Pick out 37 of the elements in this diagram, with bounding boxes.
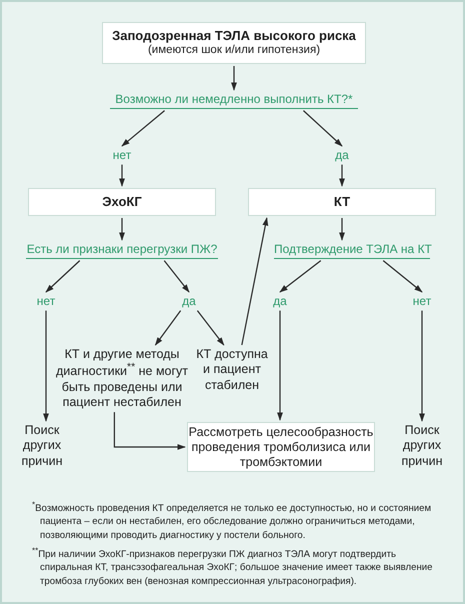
outcome-text: Поиск других причин — [12, 423, 72, 469]
box-subtitle: (имеются шок и/или гипотензия) — [148, 44, 320, 58]
arrow — [154, 310, 182, 346]
outcome-text: Поиск других причин — [392, 423, 452, 469]
question-text: Подтверждение ТЭЛА на КТ — [274, 242, 430, 259]
arrow — [303, 110, 343, 147]
answer-label: нет — [108, 148, 136, 163]
arrow — [419, 310, 425, 422]
arrow — [119, 164, 125, 187]
footnote: $^{*}$Возможность проведения КТ определяется не только ее доступностью, но и состоянием пациента – если он нестабилен, его обследование должно ограничиться методами, позволяющими проводить диагностику у постели больного. — [32, 499, 432, 542]
arrow — [119, 218, 125, 241]
question-text: Есть ли признаки перегрузки ПЖ? — [26, 242, 218, 259]
process-box — [102, 22, 366, 64]
process-box: Рассмотреть целесообразность проведения тромболизиса или тромбэктомии — [187, 422, 375, 472]
answer-label: да — [175, 294, 203, 309]
arrow — [45, 260, 80, 293]
arrow — [382, 260, 423, 293]
box-title: Заподозренная ТЭЛА высокого риска — [112, 28, 356, 44]
arrow — [231, 66, 237, 91]
process-box: КТ — [248, 188, 436, 216]
arrow — [196, 310, 224, 346]
process-box: ЭхоКГ — [28, 188, 216, 216]
arrow — [279, 260, 322, 292]
arrow — [241, 217, 268, 346]
arrow — [339, 218, 345, 241]
footnote: $^{**}$При наличии ЭхоКГ-признаков перегрузки ПЖ диагноз ТЭЛА могут подтвердить спиральная КТ, трансэзофагеальная ЭхоКГ; большое значение имеет также выявление тромбоза глубоких вен (венозная компрессионная ультрасонография). — [32, 545, 434, 588]
arrow — [277, 310, 283, 421]
answer-label: нет — [408, 294, 436, 309]
answer-label: да — [266, 294, 294, 309]
arrow — [114, 412, 186, 450]
arrow — [339, 164, 345, 187]
answer-label: нет — [32, 294, 60, 309]
arrow — [164, 260, 190, 293]
question-text: Возможно ли немедленно выполнить КТ?* — [110, 92, 358, 109]
arrow — [43, 310, 49, 422]
answer-label: да — [328, 148, 356, 163]
arrow — [121, 110, 165, 147]
